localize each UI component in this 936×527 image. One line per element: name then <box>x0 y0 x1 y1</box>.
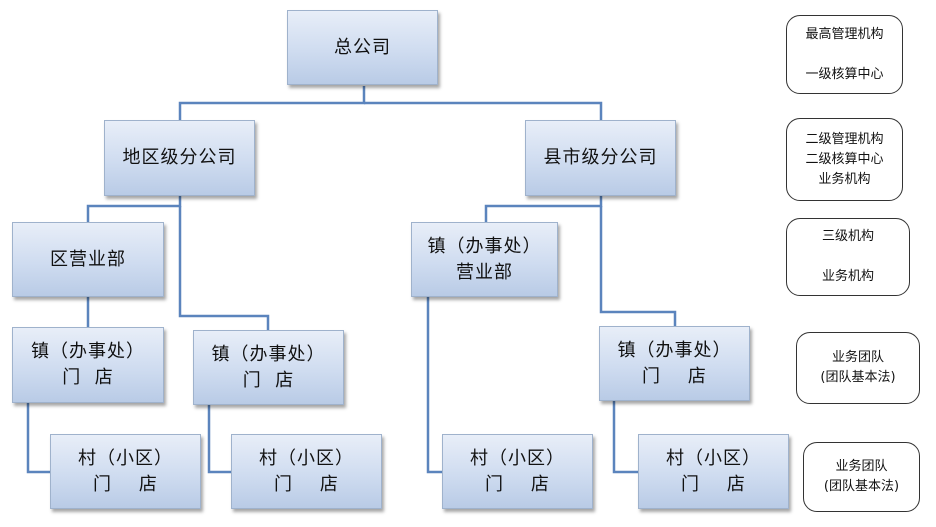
connector-hq-county <box>364 101 603 120</box>
node-village-store-3: 村（小区） 门 店 <box>442 434 593 509</box>
level-label-4: 业务团队 (团队基本法) <box>796 332 920 404</box>
connector-regional-town-store <box>178 206 270 330</box>
node-village-store-1: 村（小区） 门 店 <box>50 434 201 509</box>
connector-town-village-3 <box>426 297 442 474</box>
level-label-1: 最高管理机构 一级核算中心 <box>786 15 903 94</box>
node-head-office: 总公司 <box>287 10 438 85</box>
node-town-store-2: 镇（办事处） 门 店 <box>193 330 344 405</box>
connector-town-village-2 <box>207 405 231 474</box>
level-label-3: 三级机构 业务机构 <box>786 218 910 296</box>
connector-county-town-office <box>484 196 603 222</box>
node-district-sales-dept: 区营业部 <box>12 222 164 297</box>
node-town-sales-dept: 镇（办事处） 营业部 <box>411 222 558 297</box>
node-county-branch: 县市级分公司 <box>525 120 676 196</box>
level-label-2: 二级管理机构 二级核算中心 业务机构 <box>786 118 903 201</box>
connector-hq-branches <box>178 86 366 120</box>
node-town-store-3: 镇（办事处） 门 店 <box>599 326 750 401</box>
node-regional-branch: 地区级分公司 <box>104 120 255 196</box>
level-label-5: 业务团队 (团队基本法) <box>803 442 920 512</box>
connector-regional-district <box>86 196 182 222</box>
connector-town-village-4 <box>612 401 638 474</box>
node-town-store-1: 镇（办事处） 门 店 <box>12 327 164 403</box>
connector-county-town-store <box>599 206 677 326</box>
node-village-store-4: 村（小区） 门 店 <box>638 434 789 509</box>
node-village-store-2: 村（小区） 门 店 <box>231 434 382 509</box>
connector-town-village-1 <box>26 403 50 474</box>
